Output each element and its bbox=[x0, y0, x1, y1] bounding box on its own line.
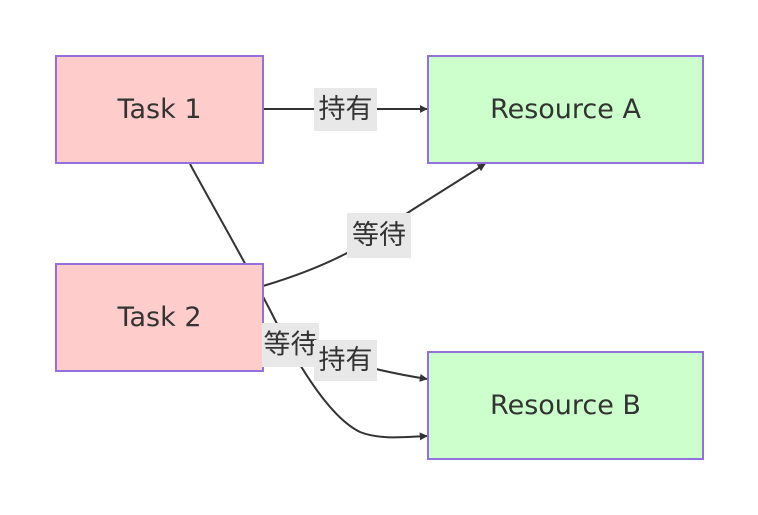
node-resource-a[interactable]: Resource A bbox=[427, 55, 704, 164]
node-label: Task 1 bbox=[116, 94, 201, 125]
edge-label-task1-resource-b: 等待 bbox=[262, 323, 319, 367]
node-box bbox=[427, 55, 704, 164]
node-task-2[interactable]: Task 2 bbox=[55, 263, 264, 372]
edge-label-text: 等待 bbox=[264, 330, 318, 361]
edge-label-text: 持有 bbox=[319, 94, 373, 125]
edge-label-task2-resource-a: 等待 bbox=[347, 213, 411, 258]
node-label: Task 2 bbox=[116, 302, 201, 333]
edge-line bbox=[189, 163, 428, 441]
node-task-1[interactable]: Task 1 bbox=[55, 55, 264, 164]
edge-label-bg bbox=[262, 323, 319, 367]
edge-label-task1-resource-a: 持有 bbox=[314, 88, 377, 131]
edge-label-bg bbox=[347, 213, 411, 258]
node-box bbox=[55, 55, 264, 164]
edge-label-bg bbox=[314, 88, 377, 131]
node-resource-b[interactable]: Resource B bbox=[427, 351, 704, 460]
edge-label-task2-resource-b: 持有 bbox=[314, 340, 377, 381]
node-label: Resource B bbox=[490, 390, 641, 421]
node-box bbox=[427, 351, 704, 460]
edge-label-text: 持有 bbox=[319, 345, 373, 376]
node-box bbox=[55, 263, 264, 372]
node-label: Resource A bbox=[490, 94, 641, 125]
edge-label-bg bbox=[314, 340, 377, 381]
edge-task1-to-resource-b bbox=[189, 163, 428, 441]
edge-label-text: 等待 bbox=[352, 220, 406, 251]
